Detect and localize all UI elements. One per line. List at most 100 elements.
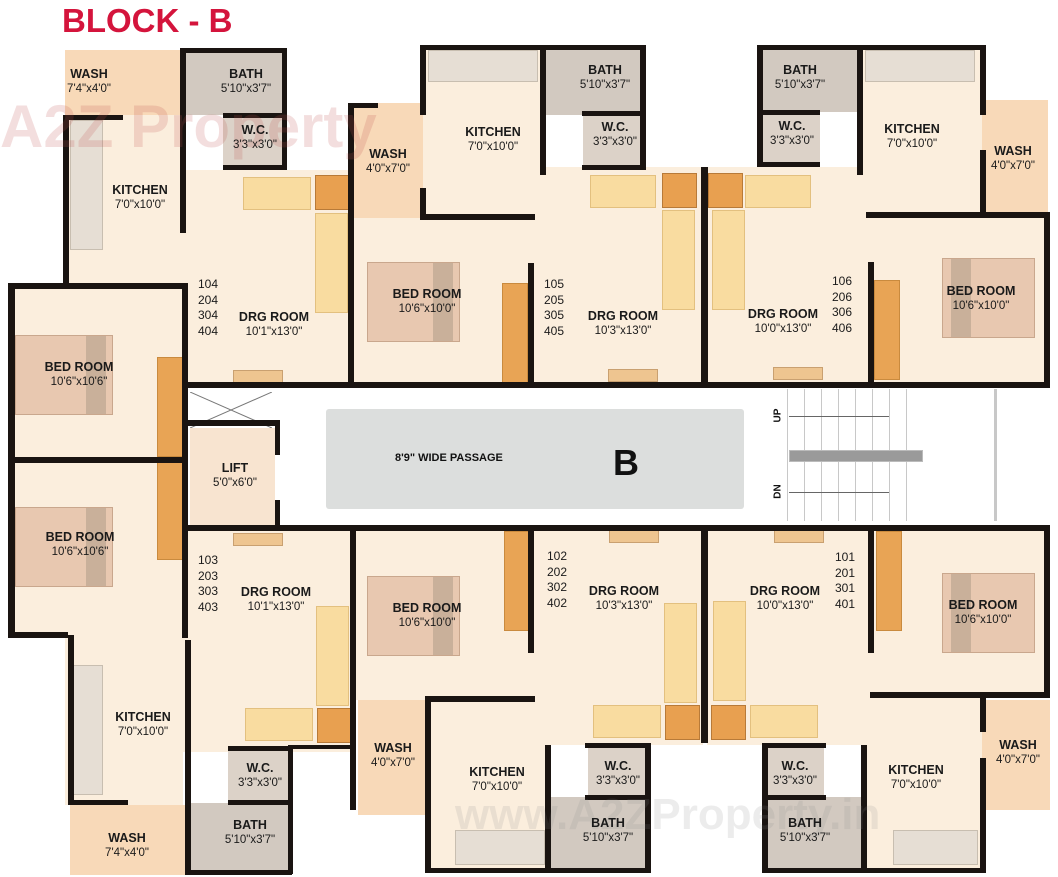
wall bbox=[980, 45, 986, 115]
room-102-wash bbox=[358, 700, 426, 815]
wall bbox=[348, 103, 378, 108]
wall bbox=[188, 870, 292, 875]
sofa-102-bottom bbox=[593, 705, 661, 738]
wall bbox=[228, 746, 292, 751]
wall bbox=[180, 48, 186, 233]
sofa-101-bottom bbox=[750, 705, 818, 738]
wall bbox=[275, 500, 280, 528]
block-title: BLOCK - B bbox=[62, 2, 233, 39]
room-105-bath bbox=[543, 47, 643, 115]
bed-102 bbox=[367, 576, 460, 656]
wardrobe-104 bbox=[157, 357, 183, 457]
wall bbox=[185, 640, 191, 875]
corner-table-101 bbox=[711, 705, 746, 740]
kitchen-counter-104 bbox=[70, 120, 103, 250]
wall bbox=[868, 262, 874, 387]
bed-106 bbox=[942, 258, 1035, 338]
wall bbox=[188, 420, 276, 426]
sofa-106-top bbox=[745, 175, 811, 208]
sofa-104-side bbox=[315, 213, 348, 313]
room-101-wash bbox=[982, 700, 1050, 810]
wall bbox=[425, 696, 431, 871]
sofa-101-side bbox=[713, 601, 746, 701]
bed-101 bbox=[942, 573, 1035, 653]
room-106-bath bbox=[760, 47, 860, 112]
wall bbox=[425, 868, 650, 873]
wall bbox=[640, 45, 646, 170]
wall bbox=[223, 165, 287, 170]
wall bbox=[228, 800, 292, 805]
wall bbox=[980, 150, 986, 215]
wall bbox=[540, 45, 546, 175]
wall bbox=[861, 745, 867, 873]
stair-edge-line bbox=[994, 389, 997, 521]
bed-105 bbox=[367, 262, 460, 342]
room-103-wash bbox=[70, 805, 188, 875]
room-102-bath bbox=[548, 797, 648, 870]
wall bbox=[420, 188, 426, 218]
wardrobe-103 bbox=[157, 460, 183, 560]
bed-104 bbox=[15, 335, 113, 415]
lift-shaft bbox=[190, 428, 275, 525]
label-104-wc: W.C.3'3"x3'0" bbox=[233, 123, 277, 151]
wall bbox=[8, 283, 188, 289]
wall bbox=[420, 214, 535, 220]
wall bbox=[762, 743, 826, 748]
label-103-wc: W.C.3'3"x3'0" bbox=[238, 761, 282, 789]
wall bbox=[68, 635, 74, 805]
wall bbox=[762, 868, 986, 873]
corner-table-104 bbox=[315, 175, 350, 210]
wall bbox=[288, 745, 353, 749]
room-104-bath bbox=[183, 50, 283, 115]
wall bbox=[353, 382, 708, 388]
sofa-103-bottom bbox=[245, 708, 313, 741]
wall bbox=[757, 110, 820, 115]
wall bbox=[350, 530, 356, 810]
wall bbox=[701, 528, 708, 743]
label-105-wc: W.C.3'3"x3'0" bbox=[593, 120, 637, 148]
watermark-top: A2Z Property bbox=[0, 93, 377, 160]
sofa-106-side bbox=[712, 210, 745, 310]
wall bbox=[582, 111, 646, 116]
stair-railing bbox=[789, 450, 923, 462]
wall bbox=[980, 758, 986, 873]
wall bbox=[870, 692, 1050, 698]
wall bbox=[1044, 528, 1050, 698]
label-102-wc: W.C.3'3"x3'0" bbox=[596, 759, 640, 787]
room-101-bath bbox=[764, 797, 864, 870]
stairs-up-label: UP bbox=[772, 408, 784, 423]
bed-103 bbox=[15, 507, 113, 587]
sofa-103-side bbox=[316, 606, 349, 706]
sofa-104-top bbox=[243, 177, 311, 210]
corner-table-106 bbox=[708, 173, 743, 208]
tv-unit-102 bbox=[609, 530, 659, 543]
wall bbox=[188, 525, 353, 531]
room-105-wash bbox=[353, 103, 423, 218]
wall bbox=[757, 162, 820, 167]
wall bbox=[180, 48, 286, 53]
kitchen-counter-102 bbox=[455, 830, 545, 865]
sofa-105-top bbox=[590, 175, 656, 208]
wall bbox=[1044, 212, 1050, 387]
wall bbox=[348, 103, 354, 388]
tv-unit-106 bbox=[773, 367, 823, 380]
corner-table-103 bbox=[317, 708, 352, 743]
wall bbox=[275, 420, 280, 455]
